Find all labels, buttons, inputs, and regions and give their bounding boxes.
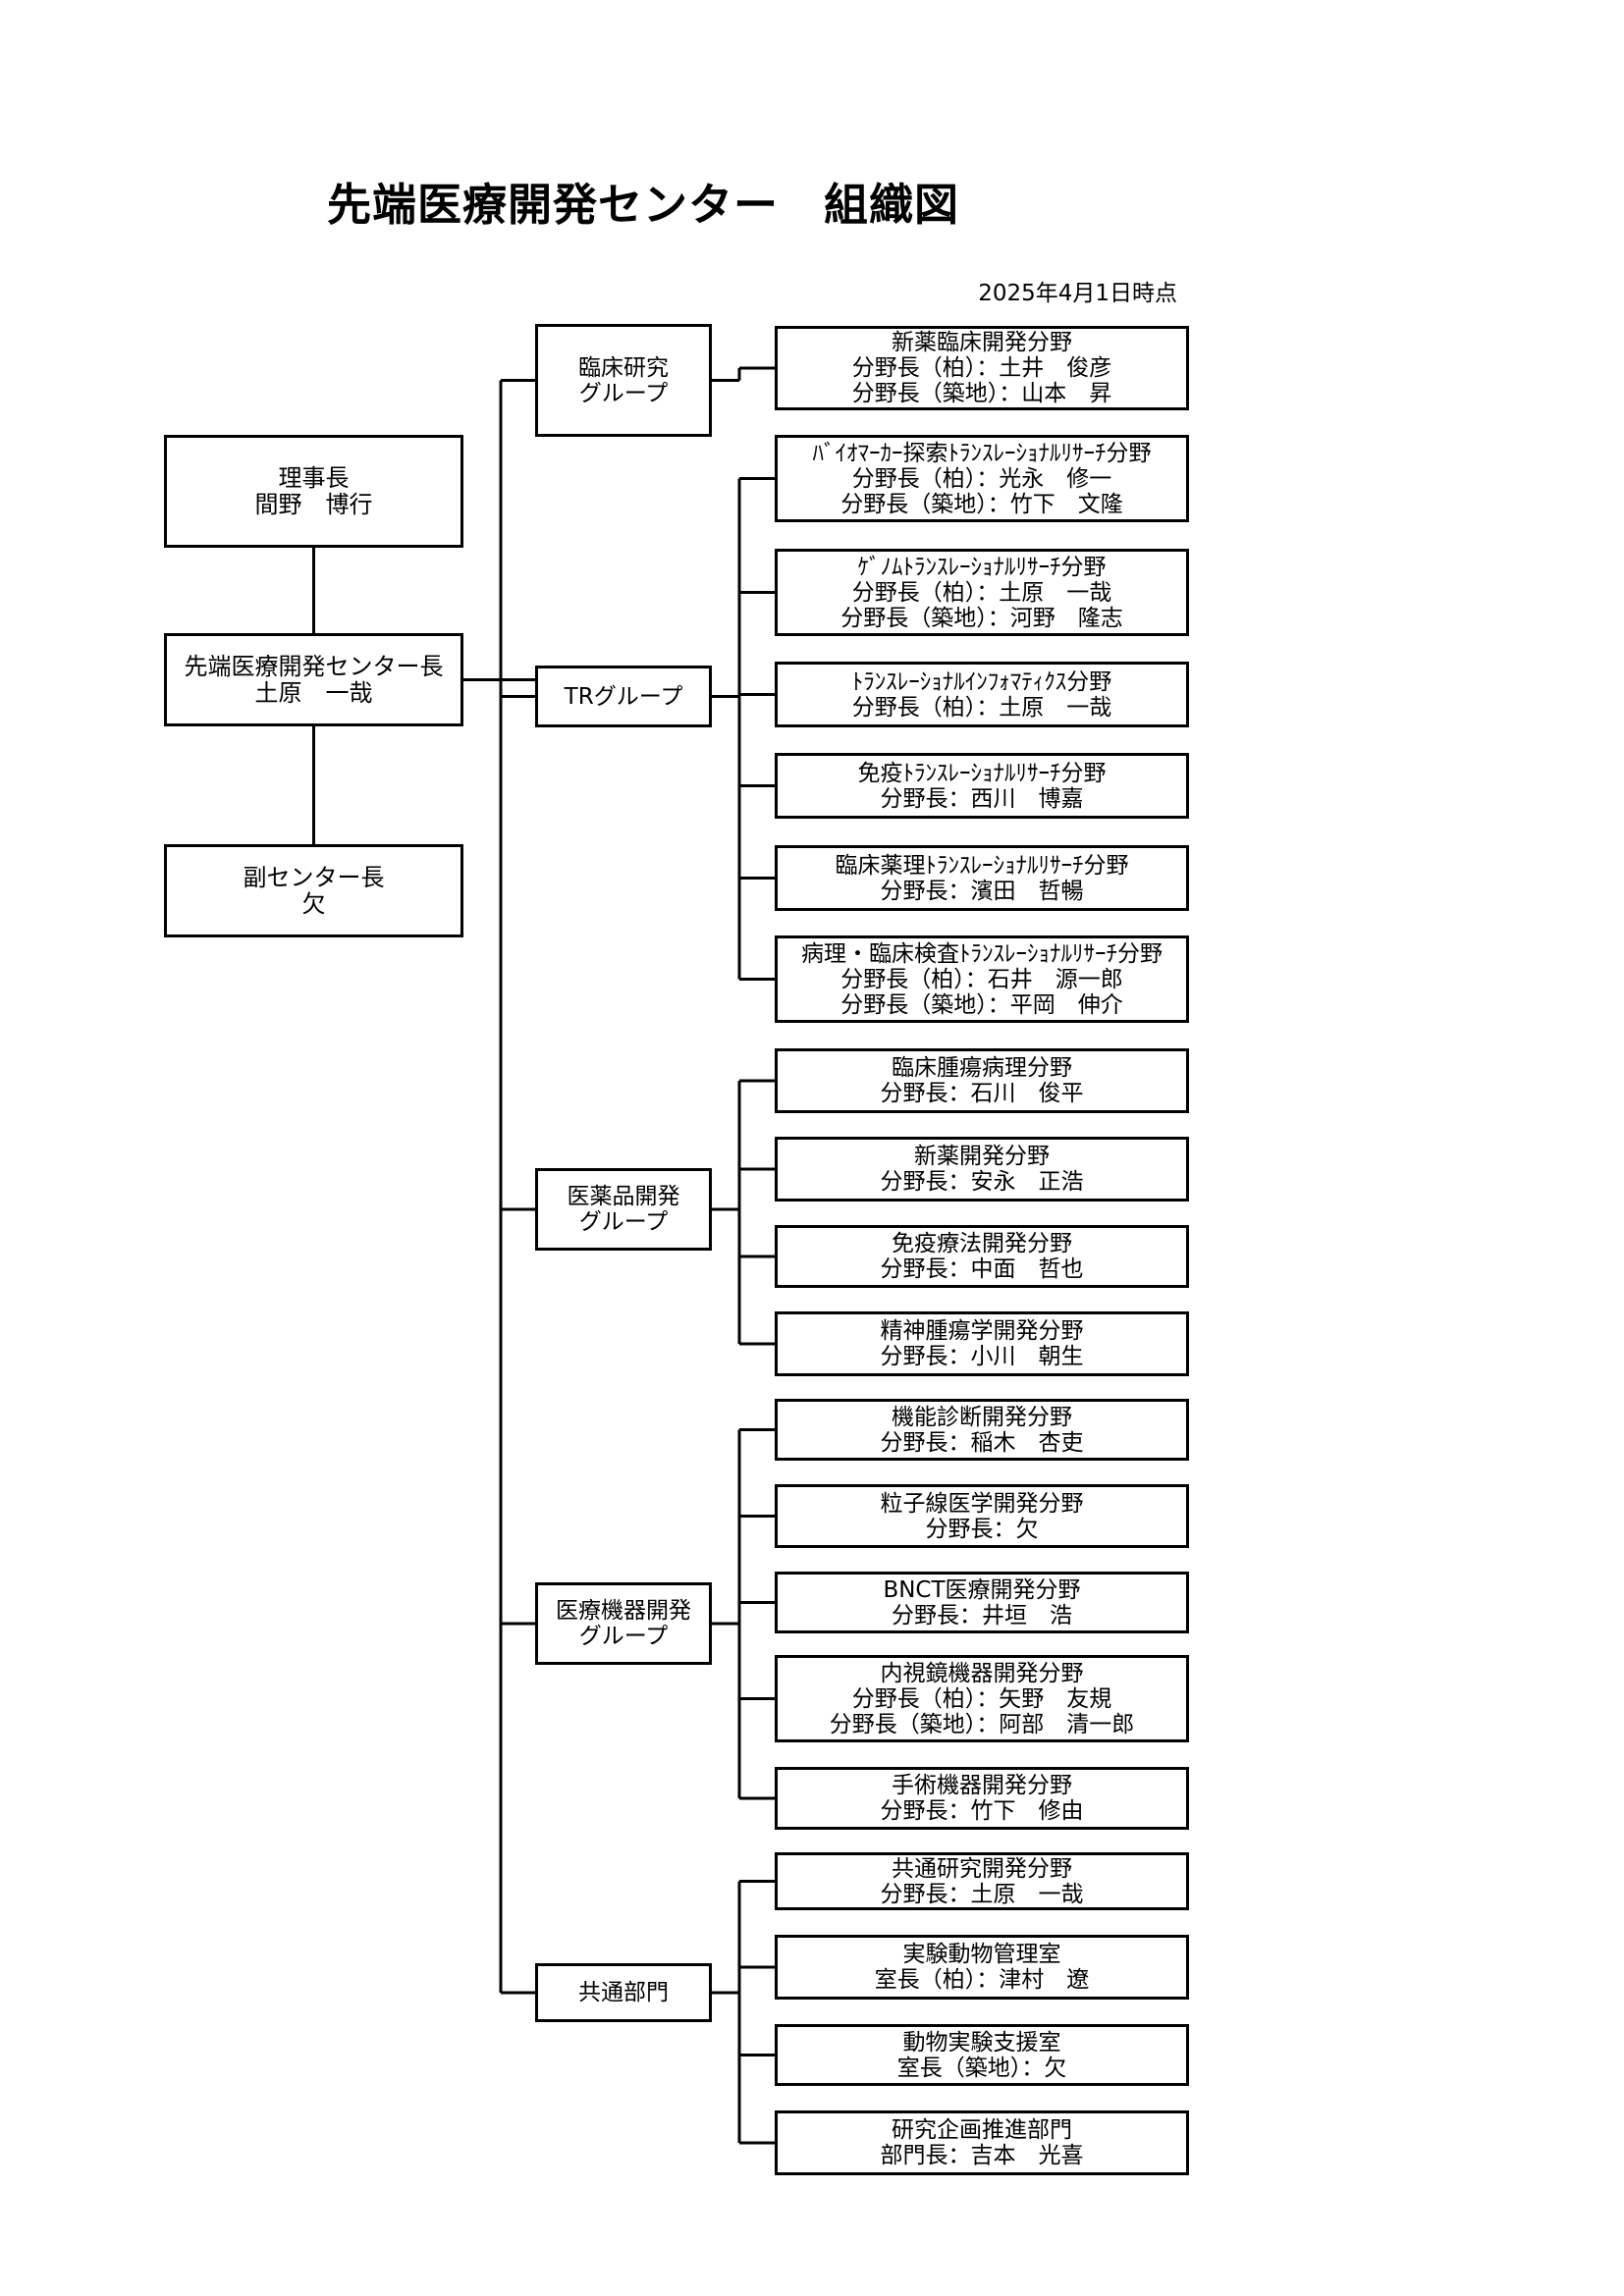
box-line: 実験動物管理室 [902, 1942, 1061, 1967]
box-line: 手術機器開発分野 [892, 1773, 1072, 1798]
unit-box: 共通研究開発分野 分野長：土原 一哉 [775, 1852, 1189, 1910]
box-line: ﾄﾗﾝｽﾚｰｼｮﾅﾙｲﾝﾌｫﾏﾃｨｸｽ分野 [851, 668, 1112, 695]
box-line: 分野長（柏）：光永 修一 [851, 465, 1112, 492]
group-box-tr: TRグループ [535, 666, 712, 727]
as-of-date: 2025年4月1日時点 [978, 281, 1177, 306]
unit-box: BNCT医療開発分野 分野長：井垣 浩 [775, 1572, 1189, 1633]
unit-box: 新薬臨床開発分野 分野長（柏）：土井 俊彦 分野長（築地）：山本 昇 [775, 326, 1189, 410]
unit-box: 免疫療法開発分野 分野長：中面 哲也 [775, 1225, 1189, 1288]
box-line: 先端医療開発センター長 [184, 652, 444, 680]
box-line: 病理・臨床検査ﾄﾗﾝｽﾚｰｼｮﾅﾙﾘｻｰﾁ分野 [801, 940, 1163, 967]
box-line: 分野長：竹下 修由 [880, 1798, 1084, 1824]
box-line: 室長（柏）：津村 遼 [874, 1967, 1090, 1993]
box-line: 分野長（柏）：土原 一哉 [851, 694, 1112, 721]
page-title: 先端医療開発センター 組織図 [327, 179, 960, 231]
box-line: 分野長：小川 朝生 [880, 1344, 1084, 1369]
unit-box: 機能診断開発分野 分野長：稲木 杏吏 [775, 1399, 1189, 1461]
unit-box: ﾄﾗﾝｽﾚｰｼｮﾅﾙｲﾝﾌｫﾏﾃｨｸｽ分野 分野長（柏）：土原 一哉 [775, 662, 1189, 727]
box-line: ﾊﾞｲｵﾏｰｶｰ探索ﾄﾗﾝｽﾚｰｼｮﾅﾙﾘｻｰﾁ分野 [812, 440, 1152, 466]
box-line: 分野長（築地）：河野 隆志 [840, 605, 1123, 631]
box-line: 部門長：吉本 光喜 [880, 2143, 1084, 2168]
box-line: 分野長：井垣 浩 [892, 1602, 1072, 1629]
box-line: グループ [578, 1624, 669, 1649]
box-line: 動物実験支援室 [902, 2029, 1061, 2056]
unit-box: 新薬開発分野 分野長：安永 正浩 [775, 1137, 1189, 1201]
box-line: 免疫ﾄﾗﾝｽﾚｰｼｮﾅﾙﾘｻｰﾁ分野 [857, 760, 1107, 786]
deputy-director-box: 副センター長 欠 [164, 844, 463, 937]
box-line: 分野長：欠 [925, 1516, 1039, 1542]
box-line: 共通研究開発分野 [892, 1855, 1072, 1882]
group-box-common-division: 共通部門 [535, 1963, 712, 2022]
unit-box: 動物実験支援室 室長（築地）：欠 [775, 2024, 1189, 2086]
group-box-drug-development: 医薬品開発 グループ [535, 1168, 712, 1251]
box-line: 免疫療法開発分野 [892, 1231, 1072, 1256]
box-line: 間野 博行 [254, 490, 373, 518]
box-line: 分野長（築地）：平岡 伸介 [840, 991, 1123, 1018]
unit-box: ｹﾞﾉﾑﾄﾗﾝｽﾚｰｼｮﾅﾙﾘｻｰﾁ分野 分野長（柏）：土原 一哉 分野長（築地… [775, 549, 1189, 636]
unit-box: 研究企画推進部門 部門長：吉本 光喜 [775, 2110, 1189, 2175]
unit-box: 内視鏡機器開発分野 分野長（柏）：矢野 友規 分野長（築地）：阿部 清一郎 [775, 1655, 1189, 1742]
box-line: 分野長：西川 博嘉 [880, 785, 1084, 812]
chairman-box: 理事長 間野 博行 [164, 435, 463, 548]
box-line: 機能診断開発分野 [892, 1404, 1072, 1430]
box-line: 分野長：中面 哲也 [880, 1256, 1084, 1282]
box-line: 分野長（築地）：山本 昇 [851, 381, 1112, 406]
box-line: 土原 一哉 [254, 678, 373, 707]
unit-box: 実験動物管理室 室長（柏）：津村 遼 [775, 1935, 1189, 2000]
group-box-clinical-research: 臨床研究 グループ [535, 324, 712, 437]
box-line: 臨床研究 [578, 354, 669, 381]
box-line: 臨床薬理ﾄﾗﾝｽﾚｰｼｮﾅﾙﾘｻｰﾁ分野 [835, 852, 1129, 879]
box-line: 欠 [301, 889, 326, 918]
box-line: 分野長（柏）：矢野 友規 [851, 1685, 1112, 1712]
box-line: 新薬臨床開発分野 [892, 330, 1072, 355]
box-line: 分野長（柏）：土井 俊彦 [851, 355, 1112, 381]
unit-box: ﾊﾞｲｵﾏｰｶｰ探索ﾄﾗﾝｽﾚｰｼｮﾅﾙﾘｻｰﾁ分野 分野長（柏）：光永 修一 … [775, 435, 1189, 522]
box-line: 医療機器開発 [556, 1598, 691, 1624]
box-line: グループ [578, 1209, 669, 1235]
box-line: 新薬開発分野 [914, 1144, 1050, 1169]
box-line: TRグループ [564, 683, 683, 710]
unit-box: 臨床薬理ﾄﾗﾝｽﾚｰｼｮﾅﾙﾘｻｰﾁ分野 分野長：濱田 哲暢 [775, 845, 1189, 911]
box-line: 分野長（柏）：土原 一哉 [851, 579, 1112, 606]
box-line: BNCT医療開発分野 [883, 1576, 1081, 1603]
box-line: 理事長 [278, 463, 350, 492]
unit-box: 臨床腫瘍病理分野 分野長：石川 俊平 [775, 1048, 1189, 1113]
box-line: 医薬品開発 [567, 1184, 680, 1209]
box-line: 分野長：安永 正浩 [880, 1169, 1084, 1195]
group-box-medical-device: 医療機器開発 グループ [535, 1582, 712, 1665]
box-line: 臨床腫瘍病理分野 [892, 1055, 1072, 1081]
box-line: 分野長：稲木 杏吏 [880, 1429, 1084, 1456]
box-line: 分野長：土原 一哉 [880, 1881, 1084, 1907]
unit-box: 免疫ﾄﾗﾝｽﾚｰｼｮﾅﾙﾘｻｰﾁ分野 分野長：西川 博嘉 [775, 753, 1189, 819]
unit-box: 手術機器開発分野 分野長：竹下 修由 [775, 1767, 1189, 1830]
box-line: 分野長（柏）：石井 源一郎 [840, 966, 1123, 992]
box-line: 分野長：石川 俊平 [880, 1081, 1084, 1106]
unit-box: 粒子線医学開発分野 分野長：欠 [775, 1484, 1189, 1548]
box-line: 室長（築地）：欠 [896, 2055, 1067, 2081]
unit-box: 精神腫瘍学開発分野 分野長：小川 朝生 [775, 1311, 1189, 1376]
box-line: 分野長（築地）：阿部 清一郎 [829, 1711, 1135, 1737]
box-line: 分野長：濱田 哲暢 [880, 878, 1084, 904]
box-line: グループ [578, 380, 669, 406]
box-line: 共通部門 [578, 1980, 669, 2005]
box-line: 精神腫瘍学開発分野 [880, 1318, 1084, 1344]
box-line: ｹﾞﾉﾑﾄﾗﾝｽﾚｰｼｮﾅﾙﾘｻｰﾁ分野 [857, 554, 1107, 580]
unit-box: 病理・臨床検査ﾄﾗﾝｽﾚｰｼｮﾅﾙﾘｻｰﾁ分野 分野長（柏）：石井 源一郎 分野… [775, 935, 1189, 1023]
box-line: 粒子線医学開発分野 [880, 1490, 1084, 1517]
box-line: 研究企画推進部門 [892, 2117, 1072, 2143]
box-line: 内視鏡機器開発分野 [880, 1660, 1084, 1686]
center-director-box: 先端医療開発センター長 土原 一哉 [164, 633, 463, 726]
box-line: 分野長（築地）：竹下 文隆 [840, 491, 1123, 517]
box-line: 副センター長 [243, 863, 385, 891]
